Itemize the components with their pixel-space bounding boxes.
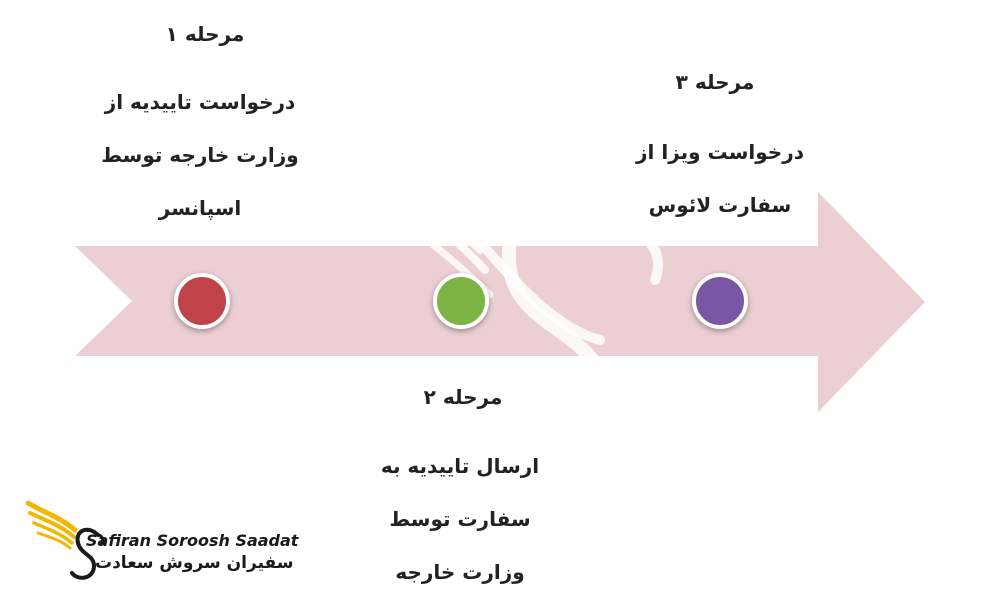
swan-logo-icon	[25, 500, 105, 580]
stage-3-node	[692, 273, 748, 329]
stage-1-description: درخواست تاییدیه از وزارت خارجه توسط اسپا…	[101, 90, 299, 220]
company-logo: Safiran Soroosh Saadat سفیران سروش سعادت	[20, 495, 300, 590]
logo-name-fa: سفیران سروش سعادت	[95, 553, 294, 573]
stage-2-title: مرحله ۲	[423, 385, 503, 409]
stage-3-title: مرحله ۳	[675, 70, 755, 94]
stage-2-description: ارسال تاییدیه به سفارت توسط وزارت خارجه	[380, 454, 540, 584]
arrow-shape	[75, 192, 925, 412]
stage-1-title: مرحله ۱	[165, 22, 245, 46]
stage-3-description: درخواست ویزا از سفارت لائوس	[636, 140, 804, 217]
stage-2-node	[433, 273, 489, 329]
stage-1-node	[174, 273, 230, 329]
logo-name-en: Safiran Soroosh Saadat	[86, 531, 299, 550]
